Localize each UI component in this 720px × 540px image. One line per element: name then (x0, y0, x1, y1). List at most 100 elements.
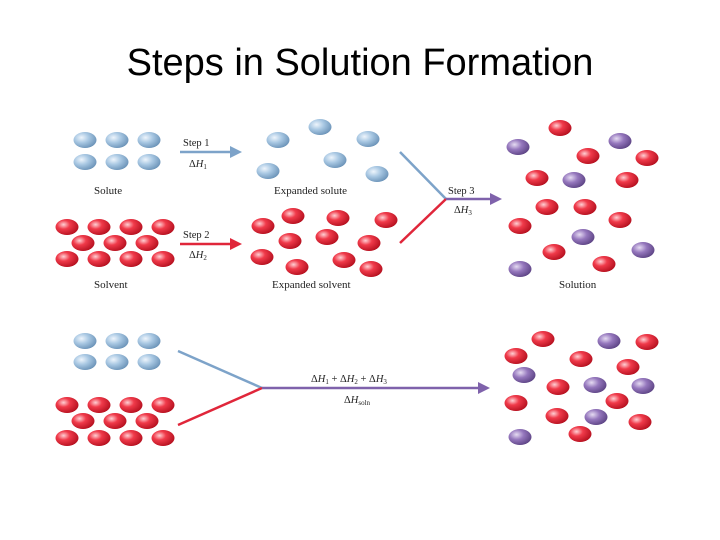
solvent-particle (119, 397, 143, 413)
solute-particle (105, 154, 129, 170)
solute-caption: Solute (94, 185, 122, 197)
mixed-particle (506, 139, 530, 155)
solute-particle (308, 119, 332, 135)
solvent-particle (332, 252, 356, 268)
mixed-particle (631, 242, 655, 258)
solvent-particle (151, 251, 175, 267)
solvent-particle (592, 256, 616, 272)
bottom-solute-particles (73, 333, 161, 370)
step1-arrow (180, 146, 242, 158)
solvent-particle (87, 430, 111, 446)
solvent-particle (326, 210, 350, 226)
solvent-particle (55, 251, 79, 267)
mixed-particle (508, 429, 532, 445)
solvent-particle (71, 413, 95, 429)
solvent-particle (119, 219, 143, 235)
solvent-particle (55, 219, 79, 235)
solvent-particle (315, 229, 339, 245)
mixed-particle (508, 261, 532, 277)
solvent-particle (285, 259, 309, 275)
solute-particle (356, 131, 380, 147)
solute-particle (73, 354, 97, 370)
mixed-particle (562, 172, 586, 188)
solvent-caption: Solvent (94, 279, 128, 291)
solute-particle (266, 132, 290, 148)
solvent-particle (504, 395, 528, 411)
solvent-particle (608, 212, 632, 228)
step2-label: Step 2 (183, 230, 210, 241)
solvent-particle (374, 212, 398, 228)
solvent-particle (119, 430, 143, 446)
enthalpy-sum-label: ΔH1 + ΔH2 + ΔH3 (311, 374, 387, 386)
overall-arrow (177, 349, 490, 427)
solute-particle (137, 132, 161, 148)
mixed-particle (571, 229, 595, 245)
solvent-particle (576, 148, 600, 164)
expanded-solvent-caption: Expanded solvent (272, 279, 351, 291)
solvent-particle (103, 235, 127, 251)
delta-h-soln-label: ΔHsoln (344, 395, 371, 407)
solvent-particle (628, 414, 652, 430)
solvent-particle (151, 219, 175, 235)
solute-particles (73, 132, 161, 170)
solvent-particle (87, 219, 111, 235)
solute-particle (105, 354, 129, 370)
solvent-particle (278, 233, 302, 249)
solvent-particle (525, 170, 549, 186)
mixed-particle (597, 333, 621, 349)
mixed-particle (608, 133, 632, 149)
expanded-solute-caption: Expanded solute (274, 185, 347, 197)
solvent-particle (546, 379, 570, 395)
solute-particle (365, 166, 389, 182)
solvent-particle (119, 251, 143, 267)
solvent-particle (87, 251, 111, 267)
bottom-solution-particles (504, 331, 659, 445)
step1-label: Step 1 (183, 138, 210, 149)
step2-arrow (180, 238, 242, 250)
solute-particle (73, 154, 97, 170)
step3-arrow (399, 151, 502, 244)
delta-h1-label: ΔH1 (189, 159, 207, 171)
solvent-particle (87, 397, 111, 413)
solute-particle (137, 333, 161, 349)
solute-particle (256, 163, 280, 179)
solvent-particle (568, 426, 592, 442)
solvent-particle (569, 351, 593, 367)
solute-particle (73, 132, 97, 148)
solvent-particle (281, 208, 305, 224)
solvent-particle (616, 359, 640, 375)
solvent-particle (508, 218, 532, 234)
solvent-particle (635, 150, 659, 166)
solvent-particle (103, 413, 127, 429)
delta-h2-label: ΔH2 (189, 250, 207, 262)
solvent-particles (55, 219, 175, 267)
solvent-particle (251, 218, 275, 234)
expanded-solvent-particles (250, 208, 398, 277)
solvent-particle (635, 334, 659, 350)
expanded-solute-particles (256, 119, 389, 182)
solvent-particle (504, 348, 528, 364)
solvent-particle (359, 261, 383, 277)
solvent-particle (151, 397, 175, 413)
solvent-particle (357, 235, 381, 251)
solute-particle (105, 333, 129, 349)
solute-particle (137, 154, 161, 170)
solute-particle (73, 333, 97, 349)
solvent-particle (535, 199, 559, 215)
mixed-particle (583, 377, 607, 393)
solvent-particle (250, 249, 274, 265)
solvent-particle (615, 172, 639, 188)
mixed-particle (512, 367, 536, 383)
solvent-particle (542, 244, 566, 260)
solvent-particle (135, 413, 159, 429)
solution-caption: Solution (559, 279, 597, 291)
solvent-particle (55, 397, 79, 413)
solvent-particle (135, 235, 159, 251)
solvent-particle (151, 430, 175, 446)
solvent-particle (548, 120, 572, 136)
solvent-particle (55, 430, 79, 446)
delta-h3-label: ΔH3 (454, 205, 472, 217)
solvent-particle (545, 408, 569, 424)
solvent-particle (71, 235, 95, 251)
mixed-particle (631, 378, 655, 394)
